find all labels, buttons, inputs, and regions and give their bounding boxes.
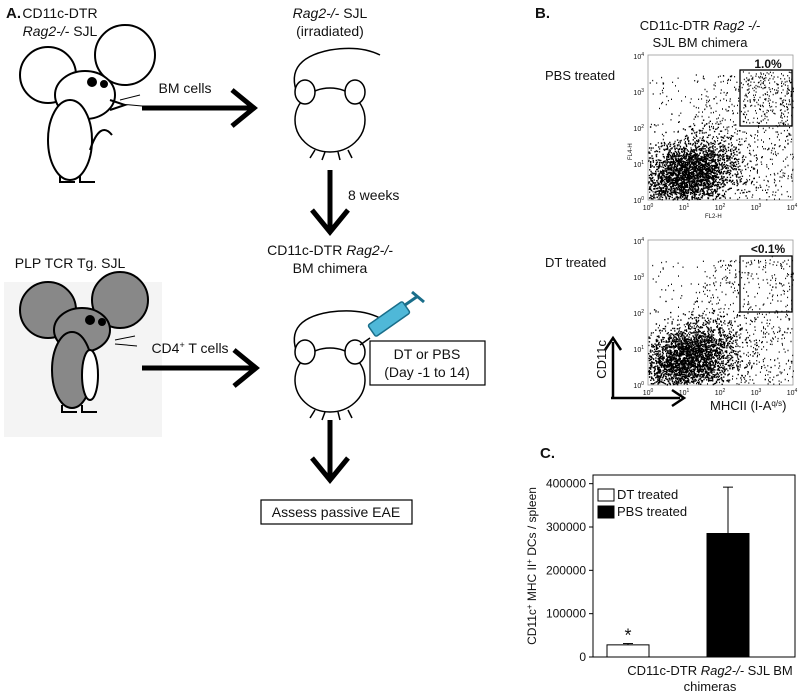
legend-label-dt: DT treated	[617, 487, 678, 502]
arrow-head-assess	[310, 456, 350, 484]
donor-title-line2: Rag2-/- SJL	[23, 23, 98, 39]
chimera-title-line1: CD11c-DTR Rag2-/-	[267, 242, 393, 258]
mhcii-axis-label: MHCII (I-Aq/s)	[710, 398, 786, 413]
bm-cells-label: BM cells	[159, 80, 212, 96]
chimera-title-line2: BM chimera	[293, 260, 368, 276]
gate-pbs	[739, 69, 793, 127]
plp-title: PLP TCR Tg. SJL	[15, 255, 126, 271]
y-tick-label: 104	[633, 237, 644, 246]
cartoon-mouse-plp-icon	[19, 271, 149, 413]
arrow-head-8-weeks	[310, 208, 350, 236]
bar-dt-treated	[606, 644, 650, 658]
treatment-line1: DT or PBS	[394, 346, 461, 362]
cartoon-mouse-donor-icon	[19, 24, 156, 183]
y-tick-label: 104	[633, 52, 644, 61]
y-tick-label: 400000	[546, 477, 586, 491]
panel-c-label: C.	[540, 445, 555, 462]
y-tick-label: 103	[633, 273, 644, 282]
treatment-line2: (Day -1 to 14)	[384, 364, 470, 380]
flow-events	[648, 255, 794, 386]
y-tick-label: 101	[633, 345, 644, 354]
y-tick-label: 0	[579, 650, 586, 664]
flow-plot-dt-dots	[648, 255, 794, 386]
mouse-recipient-icon	[293, 47, 381, 161]
chart-y-label: CD11c+ MHC II+ DCs / spleen	[525, 487, 540, 645]
cd11c-axis-label: CD11c	[594, 340, 609, 379]
arrow-head-cd4-t-cells	[232, 348, 260, 388]
y-tick-label: 102	[633, 124, 644, 133]
recipient-title: Rag2-/- SJL	[293, 5, 368, 21]
significance-star: *	[624, 626, 631, 646]
y-tick-label: 103	[633, 88, 644, 97]
chart-x-label-line2: chimeras	[684, 679, 737, 694]
treatment-box	[369, 340, 486, 386]
pbs-treated-label: PBS treated	[545, 68, 615, 83]
assess-box	[260, 499, 413, 525]
panel-b-label: B.	[535, 5, 550, 22]
x-tick-label: 103	[751, 203, 762, 212]
x-tick-label: 103	[751, 388, 762, 397]
x-tick-label: 104	[787, 388, 798, 397]
bar-pbs-treated	[706, 533, 750, 658]
chart-frame	[592, 474, 796, 658]
y-tick-label: 100	[633, 196, 644, 205]
y-tick-label: 200000	[546, 563, 586, 577]
assess-label: Assess passive EAE	[272, 504, 400, 520]
dt-treated-label: DT treated	[545, 255, 606, 270]
chart-legend: DT treated PBS treated	[597, 487, 687, 519]
donor-title-line1: CD11c-DTR	[22, 5, 97, 21]
arrow-head-bm-cells	[230, 88, 258, 128]
flow-events	[648, 71, 794, 201]
y-tick-label: 100000	[546, 607, 586, 621]
y-tick-label: 300000	[546, 520, 586, 534]
x-tick-label: 101	[679, 388, 690, 397]
y-tick-label: 102	[633, 309, 644, 318]
gate-pbs-percent: 1.0%	[754, 57, 782, 71]
pbs-xlabel: FL2-H	[705, 214, 722, 220]
x-tick-label: 102	[715, 388, 726, 397]
gate-dt-percent: <0.1%	[751, 242, 786, 256]
gate-dt	[739, 255, 793, 313]
flow-plot-pbs-dots	[648, 71, 794, 201]
recipient-subtitle: (irradiated)	[296, 23, 364, 39]
chart-y-ticks: 0 100000 200000 300000 400000	[546, 477, 593, 664]
x-tick-label: 101	[679, 203, 690, 212]
panel-a-label: A.	[6, 5, 21, 22]
chart-bars: *	[606, 486, 750, 658]
pbs-ylabel: FL4-H	[628, 143, 634, 160]
panel-b-title-line1: CD11c-DTR Rag2 -/-	[640, 18, 761, 33]
x-tick-label: 102	[715, 203, 726, 212]
legend-swatch-dt	[597, 488, 615, 502]
x-tick-label: 104	[787, 203, 798, 212]
chart-x-label-line1: CD11c-DTR Rag2-/- SJL BM	[627, 663, 792, 678]
weeks-label: 8 weeks	[348, 187, 399, 203]
syringe-icon	[359, 290, 425, 346]
y-tick-label: 101	[633, 160, 644, 169]
cd4-t-cells-label: CD4+ T cells	[151, 340, 228, 356]
mouse-chimera-icon	[293, 310, 381, 421]
legend-swatch-pbs	[597, 505, 615, 519]
y-tick-label: 100	[633, 381, 644, 390]
panel-b-title-line2: SJL BM chimera	[653, 35, 749, 50]
legend-label-pbs: PBS treated	[617, 504, 687, 519]
x-tick-label: 100	[643, 388, 654, 397]
x-tick-label: 100	[643, 203, 654, 212]
